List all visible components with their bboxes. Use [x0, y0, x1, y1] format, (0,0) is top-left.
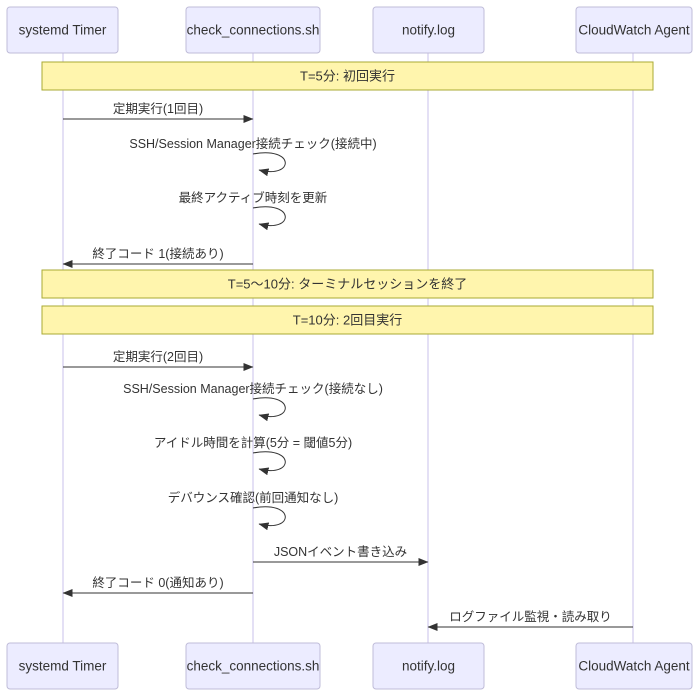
actor-label-bottom-check-connections: check_connections.sh — [187, 659, 320, 674]
msg-idle-calc-label: アイドル時間を計算(5分 = 閾値5分) — [154, 435, 352, 450]
actor-box-top-notify-log — [372, 6, 485, 54]
note-t5-10-label: T=5〜10分: ターミナルセッションを終了 — [228, 277, 467, 292]
actor-label-top-systemd-timer: systemd Timer — [19, 23, 107, 38]
msg-debounce-label: デバウンス確認(前回通知なし) — [168, 490, 339, 505]
msg-ssh-check-2-self-loop-arrow — [252, 397, 286, 422]
actor-box-top-cloudwatch-agent — [575, 6, 693, 54]
msg-exit-0-label: 終了コード 0(通知あり) — [92, 575, 223, 590]
actor-label-bottom-systemd-timer: systemd Timer — [19, 659, 107, 674]
msg-exit-1-label: 終了コード 1(接続あり) — [92, 246, 223, 261]
actor-box-bottom-systemd-timer — [6, 642, 119, 690]
actor-label-top-check-connections: check_connections.sh — [187, 23, 320, 38]
actor-label-bottom-cloudwatch-agent: CloudWatch Agent — [578, 659, 690, 674]
msg-log-watch-label: ログファイル監視・読み取り — [449, 609, 612, 624]
actor-box-bottom-check-connections — [185, 642, 321, 690]
actor-label-top-notify-log: notify.log — [402, 23, 455, 38]
msg-run-1-label: 定期実行(1回目) — [113, 101, 203, 116]
note-t5-10 — [41, 269, 654, 299]
msg-json-write-label: JSONイベント書き込み — [274, 545, 407, 559]
note-t10 — [41, 305, 654, 335]
actor-box-bottom-cloudwatch-agent — [575, 642, 693, 690]
actor-label-bottom-notify-log: notify.log — [402, 659, 455, 674]
msg-idle-calc-self-loop-arrow — [252, 451, 286, 476]
msg-update-ts-label: 最終アクティブ時刻を更新 — [179, 190, 328, 205]
note-t10-label: T=10分: 2回目実行 — [293, 313, 402, 328]
msg-run-2-label: 定期実行(2回目) — [113, 349, 203, 364]
msg-debounce-self-loop-arrow — [252, 506, 286, 531]
msg-ssh-check-1-label: SSH/Session Manager接続チェック(接続中) — [129, 136, 376, 151]
msg-ssh-check-2-label: SSH/Session Manager接続チェック(接続なし) — [123, 381, 383, 396]
msg-ssh-check-1-self-loop-arrow — [252, 152, 286, 177]
msg-update-ts-self-loop-arrow — [252, 206, 286, 231]
note-t5-label: T=5分: 初回実行 — [300, 69, 395, 84]
actor-box-bottom-notify-log — [372, 642, 485, 690]
note-t5 — [41, 61, 654, 91]
actor-box-top-systemd-timer — [6, 6, 119, 54]
actor-label-top-cloudwatch-agent: CloudWatch Agent — [578, 23, 690, 38]
actor-box-top-check-connections — [185, 6, 321, 54]
